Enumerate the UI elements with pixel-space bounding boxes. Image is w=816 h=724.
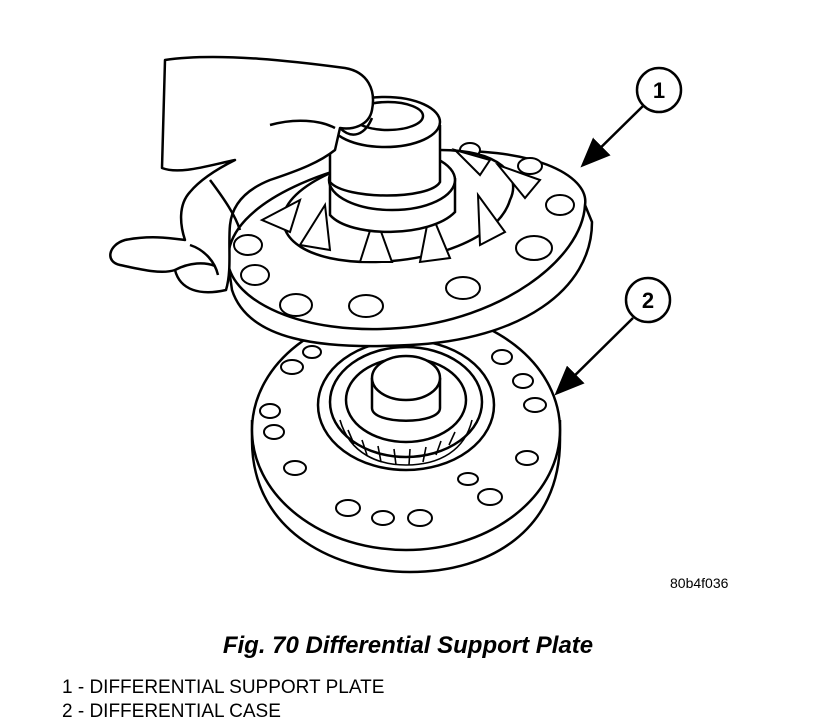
figure-reference-code: 80b4f036 <box>670 575 729 591</box>
legend-item: 1 - DIFFERENTIAL SUPPORT PLATE <box>62 677 385 698</box>
callout-1-label: 1 <box>653 78 665 103</box>
case-bolt-holes <box>259 345 547 527</box>
legend-item: 2 - DIFFERENTIAL CASE <box>62 701 281 722</box>
hand-drawing <box>109 55 375 294</box>
legend: 1 - DIFFERENTIAL SUPPORT PLATE 2 - DIFFE… <box>62 676 384 724</box>
plate-ribs <box>259 147 542 264</box>
figure-caption: Fig. 70 Differential Support Plate <box>222 632 594 659</box>
callout-2: 2 <box>554 276 672 396</box>
support-plate-illustration: 1 2 <box>109 55 683 574</box>
callout-1: 1 <box>580 66 683 168</box>
plate-bolt-holes <box>233 142 575 318</box>
callout-2-label: 2 <box>642 288 654 313</box>
ring-gear-teeth <box>339 419 473 466</box>
differential-case <box>250 308 562 574</box>
